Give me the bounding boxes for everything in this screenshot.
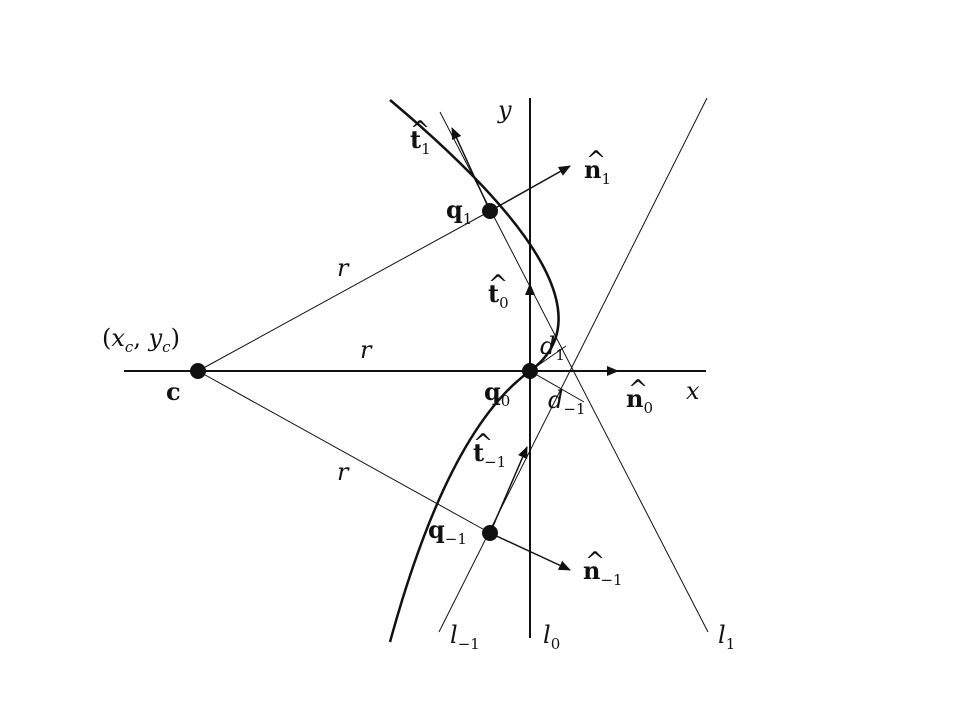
normal-arrow-n1 xyxy=(489,165,571,212)
point-q1 xyxy=(482,203,498,219)
center-label: c xyxy=(166,377,181,406)
radius-label-upper: r xyxy=(337,254,350,282)
normal-arrow-nm1 xyxy=(489,532,571,571)
tangent-arrow-tm1 xyxy=(489,446,528,534)
line-lm1 xyxy=(438,97,708,633)
radius-line-lower xyxy=(197,370,491,534)
point-q0 xyxy=(522,363,538,379)
svg-text:t0: t0 xyxy=(488,279,509,312)
svg-text:^: ^ xyxy=(473,429,493,457)
label-t1: ^ t1 xyxy=(410,116,431,158)
label-q1: q1 xyxy=(446,195,472,228)
label-dm1: d−1 xyxy=(548,386,586,418)
svg-text:^: ^ xyxy=(410,116,430,144)
center-coordinates: (xc, yc) xyxy=(102,324,180,356)
svg-text:n1: n1 xyxy=(584,155,611,188)
svg-text:^: ^ xyxy=(585,547,605,575)
label-q0: q0 xyxy=(484,377,510,410)
label-tm1: ^ t−1 xyxy=(473,429,506,471)
label-l0: l0 xyxy=(543,621,560,653)
label-n1: ^ n1 xyxy=(584,146,611,188)
svg-text:n0: n0 xyxy=(626,384,653,417)
x-axis-label: x xyxy=(686,377,700,405)
svg-text:^: ^ xyxy=(628,375,648,403)
label-qm1: q−1 xyxy=(428,515,467,548)
tangent-arrow-t1 xyxy=(451,127,491,212)
radius-label-middle: r xyxy=(360,336,373,364)
svg-text:n−1: n−1 xyxy=(583,556,623,589)
svg-text:t−1: t−1 xyxy=(473,438,506,471)
label-nm1: ^ n−1 xyxy=(583,547,623,589)
label-lm1: l−1 xyxy=(450,621,480,653)
svg-text:^: ^ xyxy=(488,270,508,298)
label-n0: ^ n0 xyxy=(626,375,653,417)
radius-label-lower: r xyxy=(337,458,350,486)
point-qm1 xyxy=(482,525,498,541)
label-l1: l1 xyxy=(718,621,735,653)
label-t0: ^ t0 xyxy=(488,270,509,312)
svg-text:^: ^ xyxy=(586,146,606,174)
distance-segment-dm1 xyxy=(529,370,585,403)
svg-text:t1: t1 xyxy=(410,125,431,158)
label-d1: d1 xyxy=(540,332,565,364)
radius-line-upper xyxy=(197,210,491,372)
y-axis-label: y xyxy=(497,96,512,124)
point-c xyxy=(190,363,206,379)
